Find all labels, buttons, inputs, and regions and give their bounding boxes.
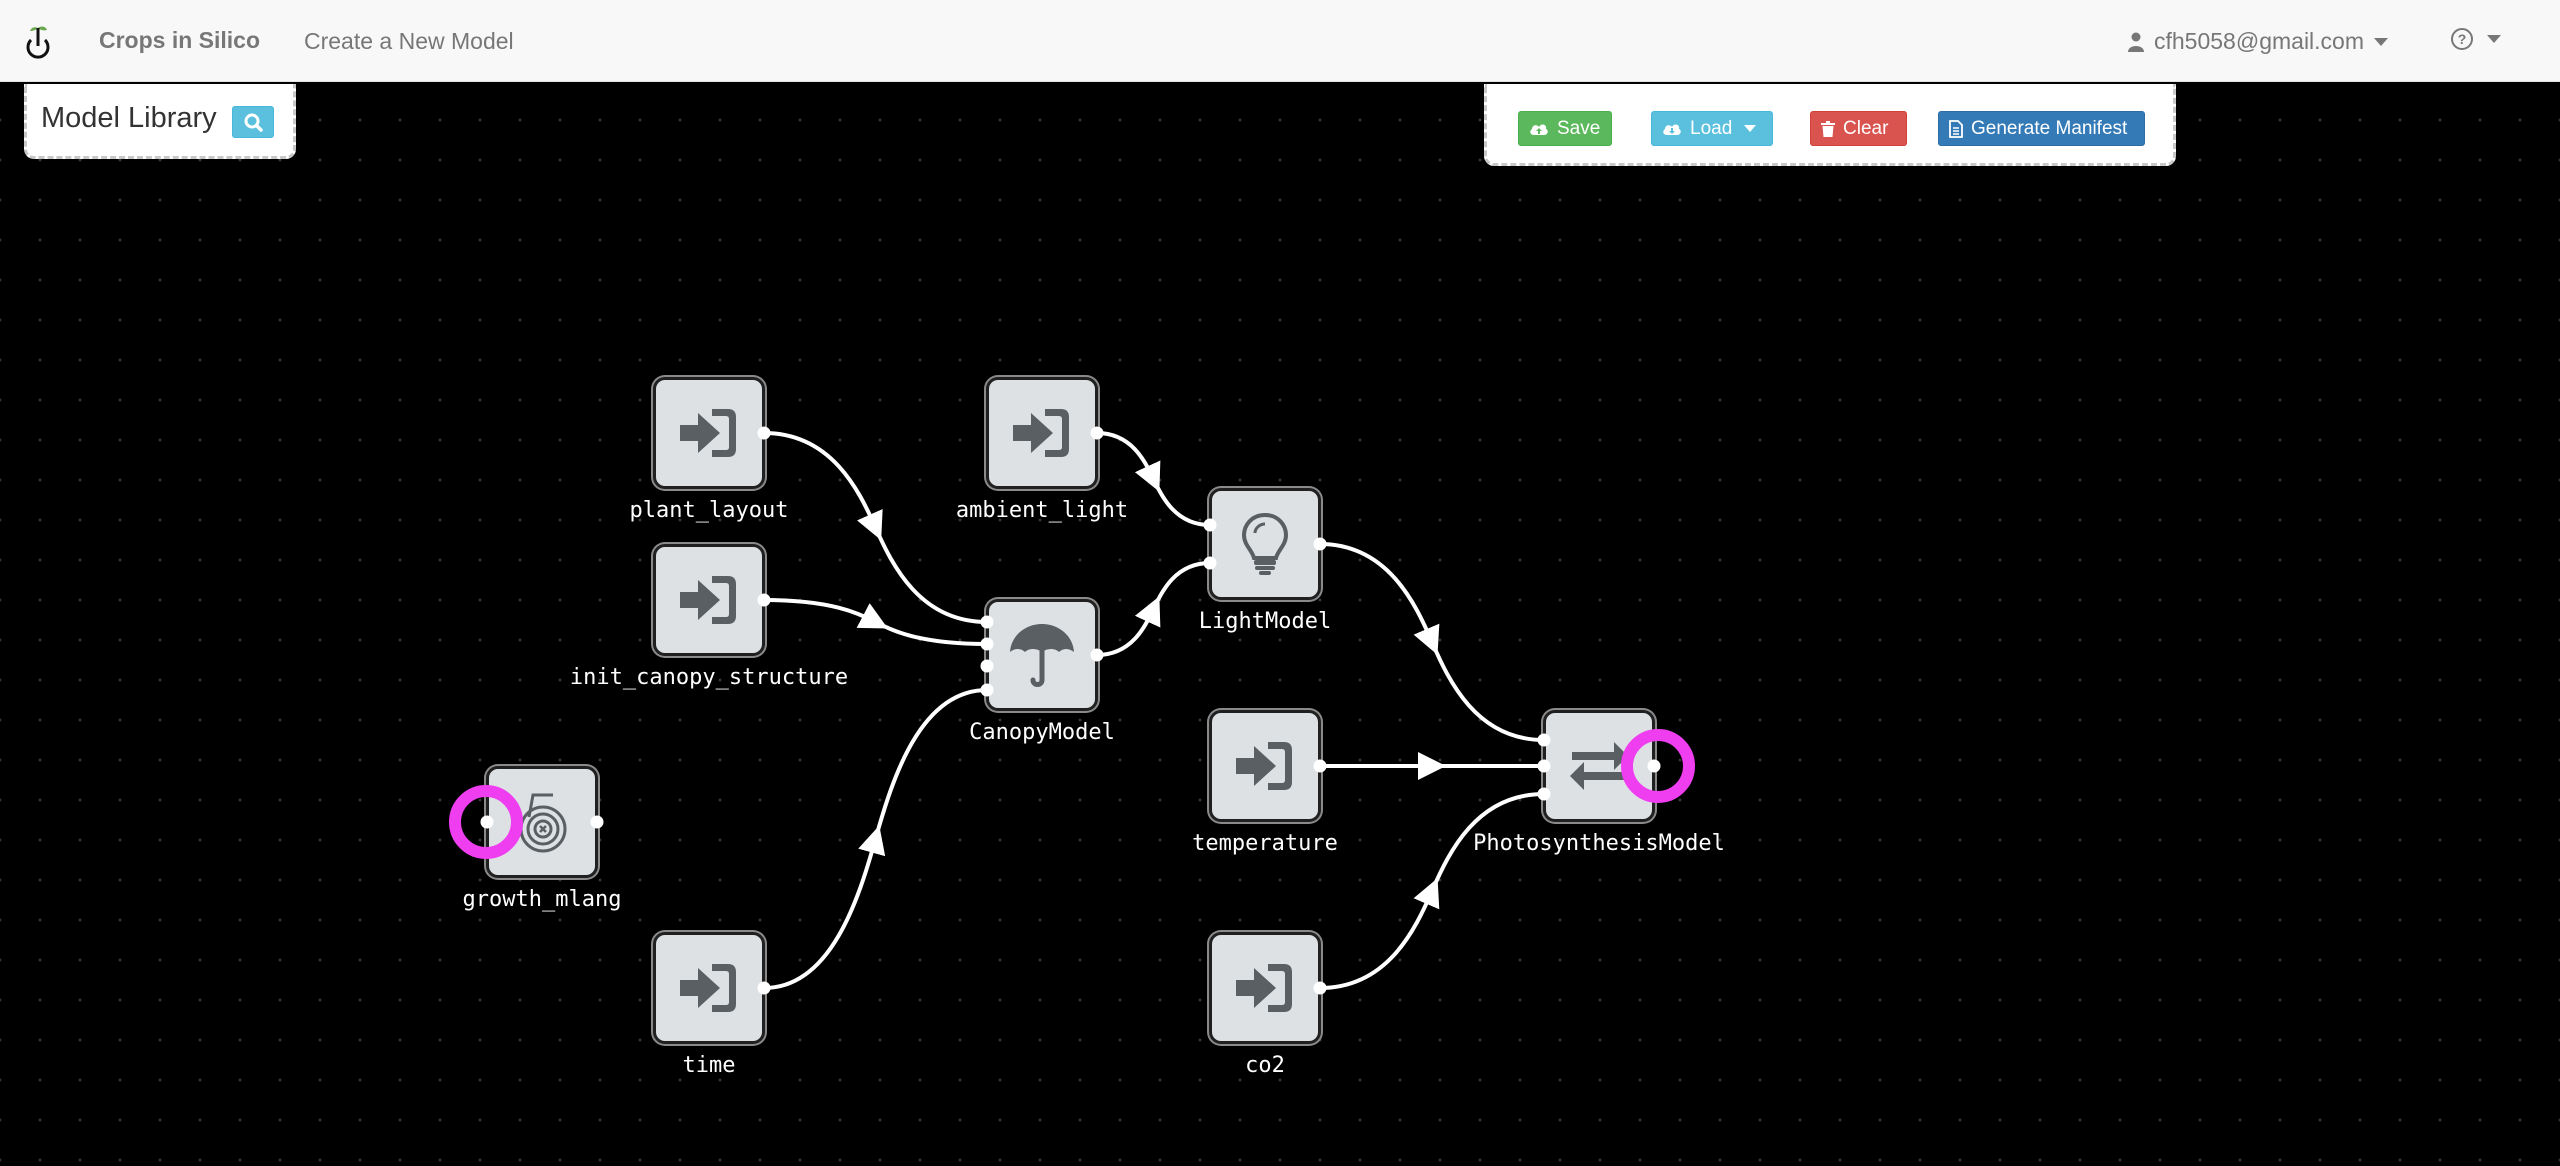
edge-ambient_light-to-LightModel[interactable] (1096, 431, 1161, 492)
edge-co2-to-PhotosynthesisModel[interactable] (1319, 878, 1440, 990)
node-label: CanopyModel (969, 720, 1115, 745)
chevron-down-icon (2487, 35, 2501, 43)
node-label: plant_layout (629, 498, 789, 523)
edge-time-to-CanopyModel-tail[interactable] (873, 688, 988, 840)
trash-icon (1821, 120, 1835, 137)
edge-plant_layout-to-CanopyModel[interactable] (763, 431, 883, 541)
node-label: LightModel (1198, 609, 1332, 634)
toolbar-panel: Save Load Clear Generate Manifest (1484, 84, 2176, 166)
top-navbar: Crops in Silico Create a New Model cfh50… (0, 0, 2560, 82)
edge-init_canopy_structure-to-CanopyModel-tail[interactable] (874, 620, 988, 646)
edge-LightModel-to-PhotosynthesisModel[interactable] (1319, 542, 1440, 655)
node-PhotosynthesisModel[interactable] (1543, 710, 1655, 822)
edge-time-to-CanopyModel[interactable] (763, 825, 886, 990)
sign-in-icon (1232, 736, 1298, 796)
sign-in-icon (676, 403, 742, 463)
user-email: cfh5058@gmail.com (2154, 28, 2364, 54)
sign-in-icon (1232, 958, 1298, 1018)
clear-label: Clear (1843, 117, 1889, 139)
user-menu[interactable]: cfh5058@gmail.com (2128, 28, 2388, 55)
node-label: init_canopy_structure (569, 665, 849, 690)
search-icon (244, 113, 263, 132)
growth-spiral-icon (507, 787, 577, 857)
node-plant_layout[interactable] (653, 377, 765, 489)
node-CanopyModel[interactable] (986, 599, 1098, 711)
node-label: growth_mlang (462, 887, 622, 912)
save-button[interactable]: Save (1518, 111, 1612, 146)
node-init_canopy_structure[interactable] (653, 544, 765, 656)
umbrella-icon (1007, 620, 1077, 690)
node-label: co2 (1245, 1053, 1285, 1078)
node-label: temperature (1192, 831, 1338, 856)
model-library-panel: Model Library (24, 84, 296, 159)
load-dropdown-button[interactable]: Load (1651, 111, 1773, 146)
chevron-down-icon (1744, 125, 1757, 132)
node-label: PhotosynthesisModel (1473, 831, 1725, 856)
sign-in-icon (1009, 403, 1075, 463)
power-sprout-logo-icon[interactable] (22, 24, 54, 64)
generate-manifest-label: Generate Manifest (1971, 117, 2128, 139)
file-text-icon (1949, 119, 1963, 138)
sign-in-icon (676, 570, 742, 630)
cloud-download-icon (1663, 124, 1681, 135)
node-time[interactable] (653, 932, 765, 1044)
help-menu[interactable]: ? (2451, 28, 2501, 50)
node-co2[interactable] (1209, 932, 1321, 1044)
cloud-upload-icon (1530, 124, 1548, 135)
edge-CanopyModel-to-LightModel[interactable] (1096, 596, 1161, 657)
edge-plant_layout-to-CanopyModel-tail[interactable] (873, 526, 988, 624)
edge-CanopyModel-to-LightModel-tail[interactable] (1151, 561, 1211, 610)
load-label: Load (1690, 117, 1733, 139)
sign-in-icon (676, 958, 742, 1018)
node-temperature[interactable] (1209, 710, 1321, 822)
brand-title[interactable]: Crops in Silico (99, 27, 261, 53)
question-circle-icon: ? (2451, 28, 2473, 50)
node-label: ambient_light (955, 498, 1129, 523)
lightbulb-icon (1240, 512, 1290, 576)
generate-manifest-button[interactable]: Generate Manifest (1938, 111, 2145, 146)
edge-LightModel-to-PhotosynthesisModel-tail[interactable] (1430, 641, 1545, 742)
node-label: time (682, 1053, 736, 1078)
model-library-title: Model Library (41, 102, 217, 134)
edge-ambient_light-to-LightModel-tail[interactable] (1151, 478, 1211, 527)
exchange-icon (1566, 738, 1632, 794)
create-model-link[interactable]: Create a New Model (304, 28, 514, 54)
node-ambient_light[interactable] (986, 377, 1098, 489)
save-label: Save (1557, 117, 1601, 139)
node-growth_mlang[interactable] (486, 766, 598, 878)
edge-init_canopy_structure-to-CanopyModel[interactable] (763, 598, 888, 629)
node-LightModel[interactable] (1209, 488, 1321, 600)
chevron-down-icon (2374, 37, 2388, 46)
user-icon (2128, 32, 2144, 52)
clear-button[interactable]: Clear (1810, 111, 1907, 146)
edge-co2-to-PhotosynthesisModel-tail[interactable] (1430, 792, 1545, 892)
library-search-button[interactable] (232, 106, 274, 138)
